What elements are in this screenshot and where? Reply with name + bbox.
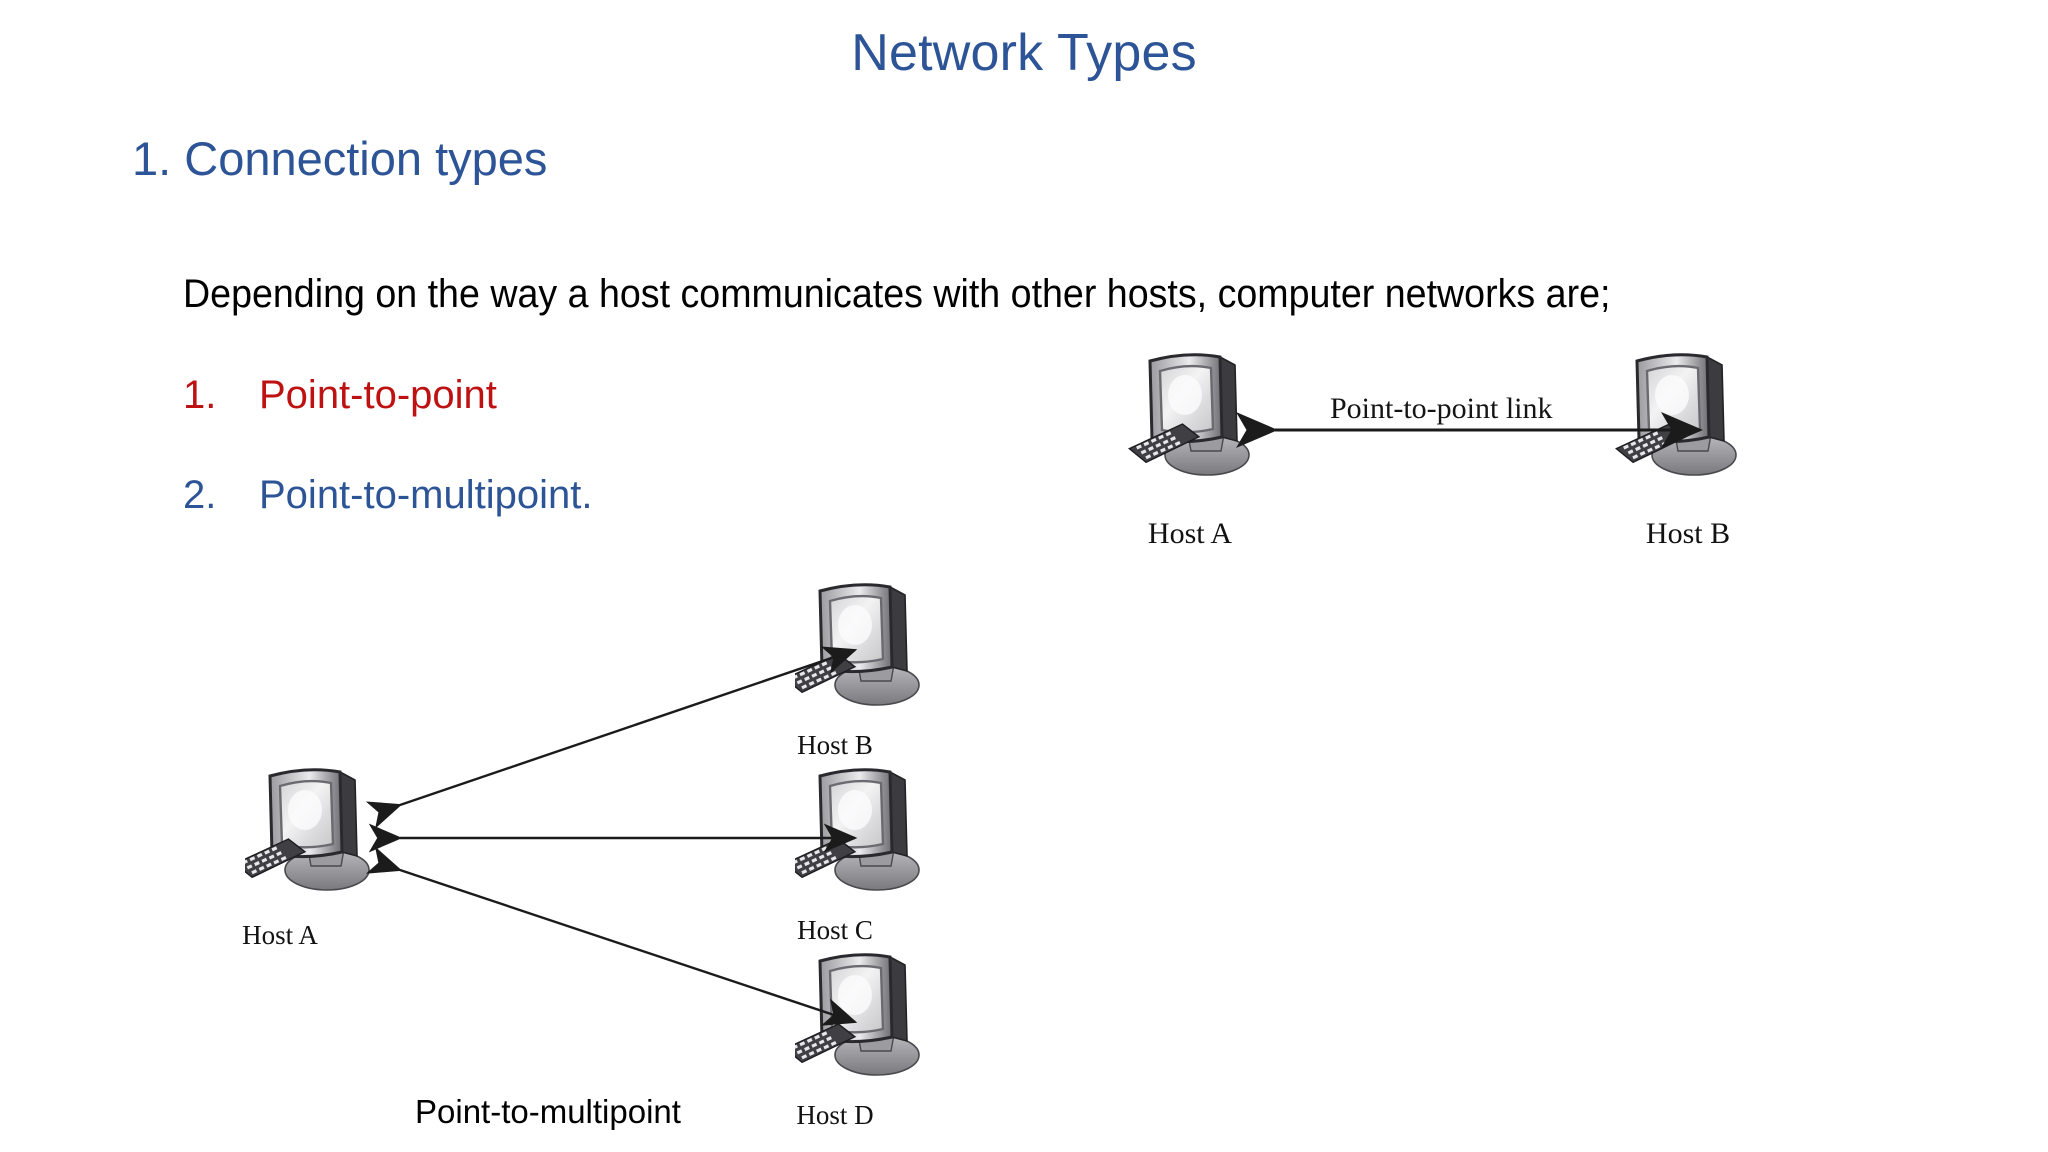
host-label-b-multipoint: Host B	[797, 730, 873, 760]
host-label-c-multipoint: Host C	[797, 915, 873, 945]
computer-host-b-p2p	[1612, 345, 1772, 495]
list-item-number: 2.	[183, 473, 217, 517]
list-item-point-to-multipoint: 2. Point-to-multipoint.	[183, 473, 592, 517]
host-label-d-multipoint: Host D	[796, 1100, 874, 1130]
host-label-b-p2p: Host B	[1645, 517, 1731, 550]
arrow-host-a-to-host-d-multipoint	[365, 846, 858, 1026]
host-label-a-p2p: Host A	[1147, 517, 1233, 550]
point-to-point-link-label: Point-to-point link	[1330, 392, 1553, 425]
list-item-label: Point-to-multipoint.	[259, 473, 593, 517]
figure-caption-point-to-multipoint: Point-to-multipoint	[415, 1093, 681, 1130]
section-heading: 1. Connection types	[132, 132, 548, 185]
computer-host-d-multipoint	[795, 945, 955, 1095]
computer-host-a-p2p	[1125, 345, 1285, 495]
list-item-label: Point-to-point	[259, 373, 497, 417]
computer-host-b-multipoint	[795, 575, 955, 725]
host-label-a-multipoint: Host A	[242, 920, 318, 950]
list-item-number: 1.	[183, 373, 217, 417]
list-item-point-to-point: 1. Point-to-point	[183, 373, 497, 417]
page-title: Network Types	[851, 24, 1197, 82]
arrow-host-a-to-host-b-multipoint	[365, 646, 858, 829]
computer-host-c-multipoint	[795, 760, 955, 910]
computer-host-a-multipoint	[245, 760, 405, 910]
body-paragraph: Depending on the way a host communicates…	[183, 272, 1611, 316]
